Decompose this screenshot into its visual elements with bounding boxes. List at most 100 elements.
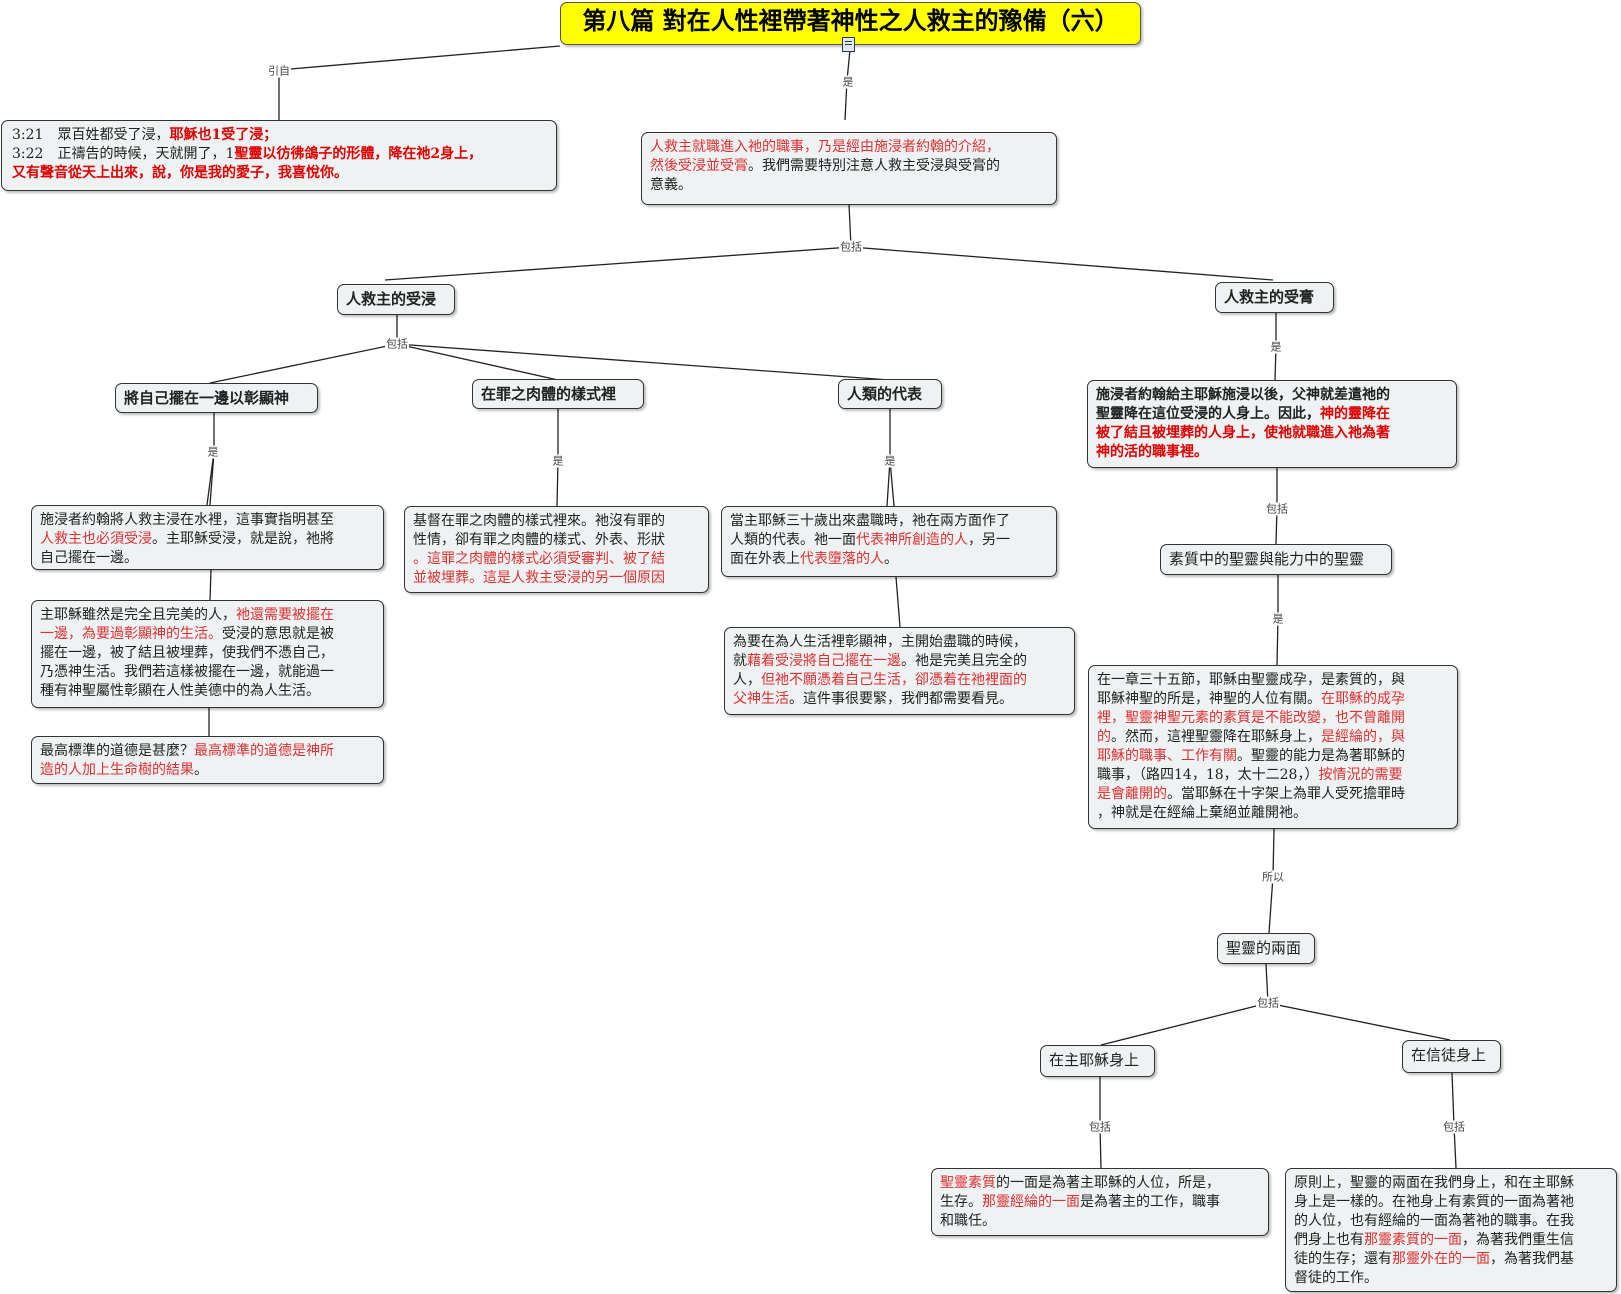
aside-detail-2[interactable]: 主耶穌雖然是完全且完美的人，祂還需要被擺在一邊，為要過彰顯神的生活。受浸的意思就…: [31, 600, 384, 708]
text-run: 最高標準的道德是神所: [194, 743, 334, 759]
edge-label-includes: 包括: [839, 240, 863, 254]
text-run: 身上是一樣的。在祂身上有素質的一面為著祂: [1294, 1194, 1574, 1210]
text-run: 生存。: [940, 1194, 982, 1210]
text-run: 就: [733, 653, 747, 669]
line-rep-2: [895, 576, 901, 628]
text-run: 聖靈降在這位受浸的人身上。因此，: [1096, 406, 1320, 422]
text-run: 又有聲音從天上出來，說，你是我的愛子，我喜悅你。: [12, 165, 348, 181]
text-run: 性情，卻有罪之肉體的樣式、外表、形狀: [413, 532, 665, 548]
text-run: 人，: [733, 672, 761, 688]
edge-label-includes: 包括: [1088, 1120, 1112, 1134]
line-intro-anoint: [850, 246, 1274, 281]
text-run: 父神生活: [733, 691, 789, 707]
text-run: 是經綸的，與: [1321, 729, 1405, 745]
text-run: 。我們需要特別注意人救主受浸與受膏的: [748, 158, 1000, 174]
intro-node[interactable]: 人救主就職進入祂的職事，乃是經由施浸者約翰的介紹，然後受浸並受膏。我們需要特別注…: [641, 132, 1057, 205]
representative-node[interactable]: 人類的代表: [838, 379, 942, 409]
text-run: 3:21 眾百姓都受了浸，: [12, 127, 170, 143]
line-aside-2: [209, 569, 212, 601]
text-run: 藉着受浸將自己擺在一邊: [747, 653, 901, 669]
text-run: 在耶穌的成孕: [1321, 691, 1405, 707]
text-run: 面在外表上: [730, 551, 800, 567]
text-run: 為要在為人生活裡彰顯神，主開始盡職的時候，: [733, 634, 1027, 650]
text-run: ，為著我們基: [1490, 1251, 1574, 1267]
edge-label-includes: 包括: [385, 337, 409, 351]
text-run: 。這件事很要緊，我們都需要看見。: [789, 691, 1013, 707]
text-run: 和職任。: [940, 1213, 996, 1229]
anointing-node[interactable]: 人救主的受膏: [1215, 282, 1334, 313]
text-run: 按情況的需要: [1318, 767, 1403, 783]
edge-label-cite: 引自: [267, 64, 291, 78]
line-intro-split: [384, 203, 852, 281]
essence-detail[interactable]: 在一章三十五節，耶穌由聖靈成孕，是素質的，與耶穌神聖的所是，神聖的人位有關。在耶…: [1088, 665, 1458, 829]
text-run: 職事，（路四14，18，太十二28，）: [1097, 767, 1319, 783]
line-bapt-aside: [209, 315, 398, 384]
in-jesus-node[interactable]: 在主耶穌身上: [1040, 1045, 1155, 1077]
edge-label-is: 是: [841, 75, 855, 89]
text-run: 人救主也必須受浸: [40, 531, 152, 547]
text-run: 耶穌也1受了浸；: [169, 127, 278, 143]
edge-label-is: 是: [883, 454, 897, 468]
text-run: 被了結且被埋葬的人身上，使祂就職進入祂為著: [1096, 425, 1390, 441]
text-run: 在一章三十五節，耶穌由聖靈成孕，是素質的，與: [1097, 672, 1405, 688]
text-run: 代表神所創造的人: [856, 532, 968, 548]
line-aside-1b: [209, 451, 215, 506]
essence-power-node[interactable]: 素質中的聖靈與能力中的聖靈: [1160, 544, 1392, 575]
text-run: 的人位，也有經綸的一面為著祂的職事。在我: [1294, 1213, 1574, 1229]
text-run: 祂還需要被擺在: [236, 607, 334, 623]
text-run: 裡，聖靈神聖元素的素質是不能改變，也不曾離開: [1097, 710, 1405, 726]
text-run: 聖靈素質: [940, 1175, 996, 1191]
anointing-detail-1[interactable]: 施浸者約翰給主耶穌施浸以後，父神就差遣祂的聖靈降在這位受浸的人身上。因此，神的靈…: [1087, 380, 1457, 468]
text-run: 當主耶穌三十歲出來盡職時，祂在兩方面作了: [730, 513, 1010, 529]
in-believers-node[interactable]: 在信徒身上: [1402, 1040, 1501, 1073]
aside-detail-3[interactable]: 最高標準的道德是甚麼？最高標準的道德是神所造的人加上生命樹的結果。: [31, 736, 384, 784]
text-run: 督徒的工作。: [1294, 1270, 1378, 1286]
line-bapt-rep: [396, 343, 891, 381]
in-believers-detail[interactable]: 原則上，聖靈的兩面在我們身上，和在主耶穌身上是一樣的。在祂身上有素質的一面為著祂…: [1285, 1168, 1617, 1292]
text-run: ，另一: [968, 532, 1010, 548]
text-run: 的一面是為著主耶穌的人位，所是，: [996, 1175, 1220, 1191]
line-two-believers: [1267, 1002, 1451, 1041]
text-run: 意義。: [650, 177, 692, 193]
line-two-aspects: [1100, 963, 1269, 1046]
text-run: 一邊，為要過彰顯神的生活。: [40, 626, 222, 642]
flesh-node[interactable]: 在罪之肉體的樣式裡: [472, 379, 644, 409]
text-run: 。當耶穌在十字架上為罪人受死擔罪時: [1167, 786, 1405, 802]
text-run: 那靈經綸的一面: [982, 1194, 1080, 1210]
edge-label-includes: 包括: [1256, 996, 1280, 1010]
text-run: 然後受浸並受膏: [650, 158, 748, 174]
representative-detail-1[interactable]: 當主耶穌三十歲出來盡職時，祂在兩方面作了人類的代表。祂一面代表神所創造的人，另一…: [721, 506, 1057, 577]
text-run: 造的人加上生命樹的結果: [40, 762, 194, 778]
aside-node[interactable]: 將自己擺在一邊以彰顯神: [115, 383, 318, 413]
text-run: 代表墮落的人: [800, 551, 884, 567]
text-run: 神的靈降在: [1320, 406, 1390, 422]
aside-detail-1[interactable]: 施浸者約翰將人救主浸在水裡，這事實指明甚至人救主也必須受浸。主耶穌受浸，就是說，…: [31, 505, 384, 570]
text-run: 那靈素質的一面: [1364, 1232, 1462, 1248]
text-run: 最高標準的道德是甚麼？: [40, 743, 194, 759]
text-run: 聖靈以彷彿鴿子的形體，降在祂2身上，: [234, 146, 483, 162]
text-run: 那靈外在的一面: [1392, 1251, 1490, 1267]
flesh-detail-1[interactable]: 基督在罪之肉體的樣式裡來。祂沒有罪的性情，卻有罪之肉體的樣式、外表、形狀。這罪之…: [404, 506, 709, 593]
text-run: ，神就是在經綸上棄絕並離開祂。: [1097, 805, 1307, 821]
text-run: 。: [194, 762, 208, 778]
text-run: 並被埋葬。這是人救主受浸的另一個原因: [413, 570, 665, 586]
text-run: ，為著我們重生信: [1462, 1232, 1574, 1248]
text-run: 們身上也有: [1294, 1232, 1364, 1248]
text-run: 。聖靈的能力是為著耶穌的: [1237, 748, 1405, 764]
line-bapt-flesh: [396, 343, 559, 381]
text-run: 受浸的意思就是被: [222, 626, 334, 642]
text-run: 的: [1097, 729, 1111, 745]
baptism-node[interactable]: 人救主的受浸: [337, 284, 455, 315]
text-run: 。: [884, 551, 898, 567]
note-icon[interactable]: [842, 37, 855, 52]
text-run: 人類的代表。祂一面: [730, 532, 856, 548]
representative-detail-2[interactable]: 為要在為人生活裡彰顯神，主開始盡職的時候，就藉着受浸將自己擺在一邊。祂是完美且完…: [724, 627, 1075, 715]
in-jesus-detail[interactable]: 聖靈素質的一面是為著主耶穌的人位，所是，生存。那靈經綸的一面是為著主的工作，職事…: [931, 1168, 1269, 1236]
text-run: 3:22 正禱告的時候，天就開了，1: [12, 146, 235, 162]
edge-label-is: 是: [206, 445, 220, 459]
text-run: 施浸者約翰給主耶穌施浸以後，父神就差遣祂的: [1096, 387, 1390, 403]
two-aspects-node[interactable]: 聖靈的兩面: [1217, 933, 1315, 964]
text-run: 耶穌的職事、工作有關: [1097, 748, 1237, 764]
scripture-node[interactable]: 3:21 眾百姓都受了浸，耶穌也1受了浸； 3:22 正禱告的時候，天就開了，1聖…: [1, 120, 557, 191]
text-run: 擺在一邊，被了結且被埋葬，使我們不憑自己，: [40, 645, 334, 661]
